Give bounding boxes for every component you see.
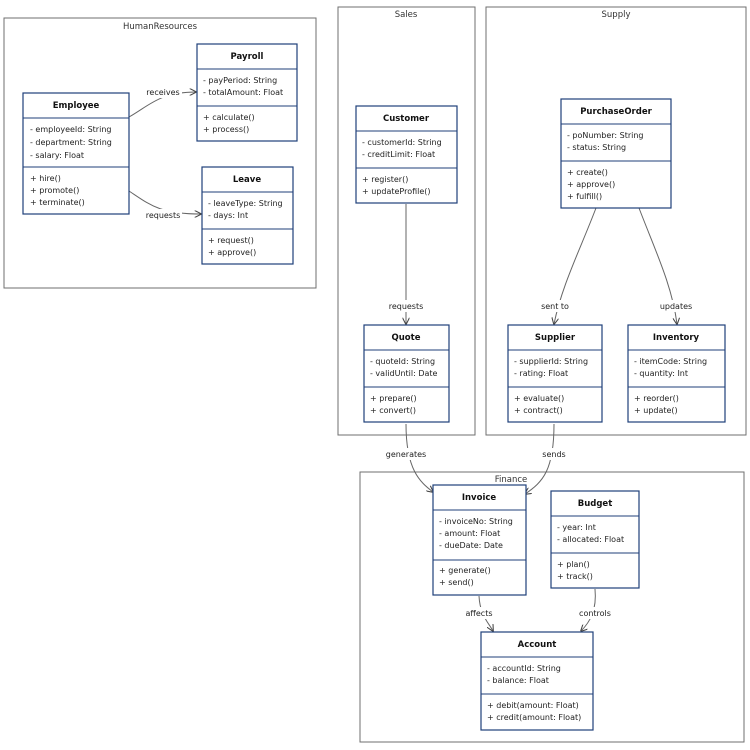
class-inventory[interactable]: Inventory - itemCode: String - quantity:… bbox=[627, 324, 726, 423]
relation-label-updates: updates bbox=[660, 302, 692, 311]
class-invoice[interactable]: Invoice - invoiceNo: String - amount: Fl… bbox=[432, 484, 527, 596]
class-attribute: - accountId: String bbox=[487, 664, 561, 673]
class-attribute: - quoteId: String bbox=[370, 357, 435, 366]
class-attribute: - customerId: String bbox=[362, 138, 442, 147]
class-supplier[interactable]: Supplier - supplierId: String - rating: … bbox=[507, 324, 603, 423]
class-attribute: - department: String bbox=[30, 138, 112, 147]
class-name: Leave bbox=[233, 175, 261, 185]
class-name: Budget bbox=[578, 499, 613, 509]
class-attribute: - days: Int bbox=[208, 211, 248, 220]
class-customer[interactable]: Customer - customerId: String - creditLi… bbox=[355, 105, 458, 204]
class-name: Supplier bbox=[535, 333, 576, 343]
class-method: + promote() bbox=[30, 186, 79, 195]
edge-employee-payroll bbox=[128, 92, 196, 118]
class-method: + track() bbox=[557, 572, 593, 581]
class-leave[interactable]: Leave - leaveType: String - days: Int + … bbox=[201, 166, 294, 265]
class-method: + updateProfile() bbox=[362, 187, 431, 196]
class-attribute: - status: String bbox=[567, 143, 626, 152]
relation-label-sent-to: sent to bbox=[541, 302, 569, 311]
class-attribute: - validUntil: Date bbox=[370, 369, 438, 378]
class-attribute: - supplierId: String bbox=[514, 357, 588, 366]
class-attribute: - poNumber: String bbox=[567, 131, 644, 140]
class-method: + convert() bbox=[370, 406, 416, 415]
package-label: Finance bbox=[495, 475, 528, 485]
class-attribute: - allocated: Float bbox=[557, 535, 624, 544]
class-method: + debit(amount: Float) bbox=[487, 701, 579, 710]
class-method: + process() bbox=[203, 125, 249, 134]
class-name: PurchaseOrder bbox=[580, 107, 652, 117]
edge-supplier-invoice bbox=[525, 423, 555, 494]
class-method: + register() bbox=[362, 175, 408, 184]
class-attribute: - salary: Float bbox=[30, 151, 84, 160]
class-attribute: - leaveType: String bbox=[208, 199, 283, 208]
class-attribute: - itemCode: String bbox=[634, 357, 707, 366]
relation-label-sends: sends bbox=[542, 450, 565, 459]
class-name: Account bbox=[518, 640, 557, 650]
relation-label-controls: controls bbox=[579, 609, 611, 618]
relation-label-receives: receives bbox=[146, 88, 179, 97]
relation-label-requests: requests bbox=[389, 302, 424, 311]
class-purchase-order[interactable]: PurchaseOrder - poNumber: String - statu… bbox=[560, 98, 672, 209]
class-attribute: - creditLimit: Float bbox=[362, 150, 435, 159]
relation-label-affects: affects bbox=[465, 609, 492, 618]
class-attribute: - dueDate: Date bbox=[439, 541, 503, 550]
relation-label-requests: requests bbox=[146, 211, 181, 220]
class-attribute: - quantity: Int bbox=[634, 369, 688, 378]
class-employee[interactable]: Employee - employeeId: String - departme… bbox=[22, 92, 130, 215]
class-method: + update() bbox=[634, 406, 678, 415]
class-attribute: - rating: Float bbox=[514, 369, 568, 378]
class-method: + send() bbox=[439, 578, 474, 587]
class-method: + approve() bbox=[567, 180, 615, 189]
class-method: + create() bbox=[567, 168, 608, 177]
relation-label-generates: generates bbox=[386, 450, 426, 459]
package-label: Sales bbox=[395, 10, 418, 20]
package-label: Supply bbox=[602, 10, 631, 20]
class-attribute: - balance: Float bbox=[487, 676, 549, 685]
class-attribute: - year: Int bbox=[557, 523, 596, 532]
edge-employee-leave bbox=[128, 190, 201, 214]
class-attribute: - invoiceNo: String bbox=[439, 517, 513, 526]
class-method: + evaluate() bbox=[514, 394, 564, 403]
class-payroll[interactable]: Payroll - payPeriod: String - totalAmoun… bbox=[196, 43, 298, 142]
class-method: + fulfill() bbox=[567, 192, 602, 201]
class-attribute: - payPeriod: String bbox=[203, 76, 277, 85]
class-method: + contract() bbox=[514, 406, 563, 415]
class-attribute: - amount: Float bbox=[439, 529, 500, 538]
edge-labels: receives requests requests sent to updat… bbox=[144, 86, 695, 619]
class-method: + reorder() bbox=[634, 394, 679, 403]
class-name: Invoice bbox=[462, 493, 497, 503]
class-method: + generate() bbox=[439, 566, 491, 575]
class-method: + hire() bbox=[30, 174, 61, 183]
class-name: Payroll bbox=[231, 52, 264, 62]
class-name: Customer bbox=[383, 114, 430, 124]
class-attribute: - employeeId: String bbox=[30, 125, 111, 134]
edge-quote-invoice bbox=[405, 423, 433, 492]
class-budget[interactable]: Budget - year: Int - allocated: Float + … bbox=[550, 490, 640, 589]
class-method: + request() bbox=[208, 236, 254, 245]
class-quote[interactable]: Quote - quoteId: String - validUntil: Da… bbox=[363, 324, 450, 423]
class-name: Quote bbox=[392, 333, 421, 343]
class-method: + prepare() bbox=[370, 394, 417, 403]
class-name: Employee bbox=[53, 101, 100, 111]
class-method: + terminate() bbox=[30, 198, 85, 207]
class-attribute: - totalAmount: Float bbox=[203, 88, 283, 97]
class-method: + calculate() bbox=[203, 113, 255, 122]
class-method: + approve() bbox=[208, 248, 256, 257]
package-label: HumanResources bbox=[123, 22, 198, 32]
class-method: + plan() bbox=[557, 560, 590, 569]
class-name: Inventory bbox=[653, 333, 700, 343]
class-account[interactable]: Account - accountId: String - balance: F… bbox=[480, 631, 594, 731]
class-method: + credit(amount: Float) bbox=[487, 713, 581, 722]
